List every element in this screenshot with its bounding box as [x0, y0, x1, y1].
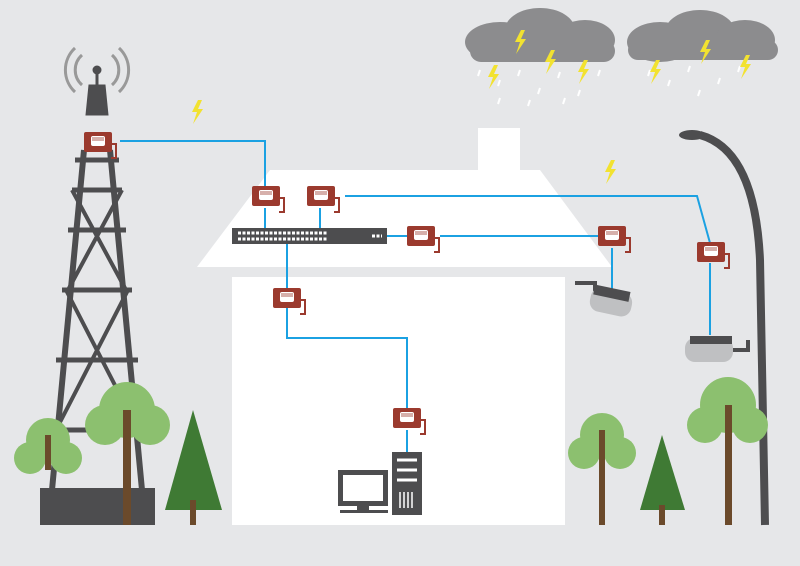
tree-trunk — [599, 450, 605, 525]
street-lamp-icon — [679, 130, 769, 526]
radio-tower-icon — [40, 46, 155, 525]
network-cables — [120, 140, 711, 452]
security-camera-icon — [575, 281, 633, 317]
security-camera-icon — [685, 336, 750, 362]
desktop-computer-icon — [338, 452, 422, 515]
rain — [477, 65, 741, 107]
storm-cloud-icon — [465, 8, 615, 62]
pine-tree-icon — [165, 410, 222, 525]
network-switch-icon — [232, 228, 387, 244]
tree-icon — [85, 382, 170, 525]
pine-tree-icon — [640, 435, 685, 525]
tree-icon — [687, 377, 768, 525]
